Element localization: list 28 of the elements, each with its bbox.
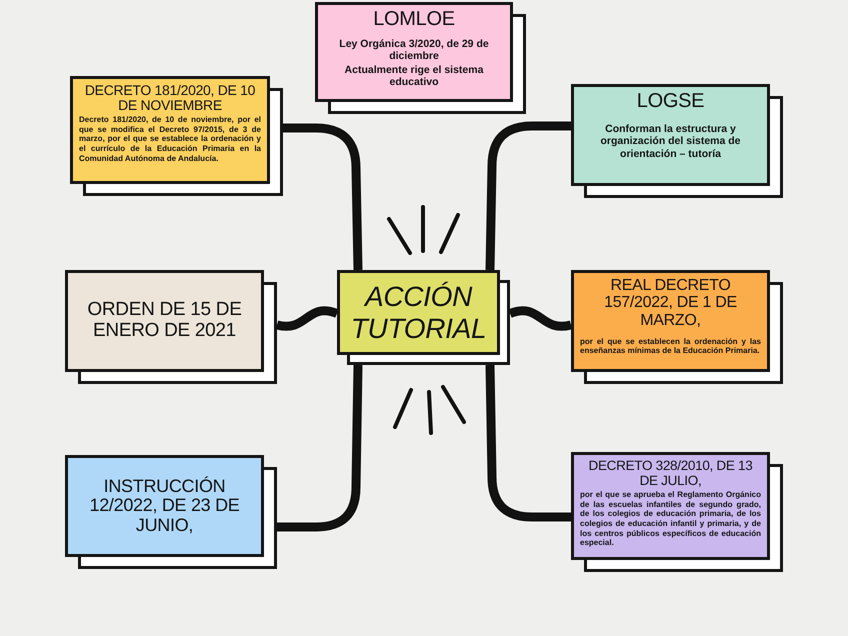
note-card [571, 84, 783, 198]
central-topic-title: ACCIÓN TUTORIAL [350, 281, 488, 344]
note-card [315, 2, 526, 114]
card-title: DECRETO 328/2010, DE 13 DE JULIO, [588, 459, 754, 488]
note-card [70, 76, 283, 196]
note-card [65, 455, 277, 569]
connector-line [508, 306, 572, 331]
card-text: Conforman la estructura y organización del sistema de orientación – tutoría [599, 122, 742, 160]
connector-line [486, 122, 571, 270]
connector-line [283, 124, 362, 270]
card-text: Decreto 181/2020, de 10 de noviembre, por el que se modifica el Decreto 97/2015, de 3 de marzo, por el que se establece la ordenación y el currículo de la Educación Primaria en la Comunidad Autónoma de Andalucía. [79, 115, 261, 164]
card-text: Actualmente rige el sistema educativo [344, 64, 484, 89]
card-title: LOMLOE [372, 9, 456, 31]
connector-line [277, 364, 362, 532]
card-title: DECRETO 181/2020, DE 10 DE NOVIEMBRE [84, 83, 256, 114]
card-text: por el que se aprueba el Reglamento Orgánico de las escuelas infantiles de segundo grado, de los colegios de educación primaria, de los colegios de educación infantil y primaria, y de los centros públicos específicos de educación especial. [580, 490, 761, 548]
card-title: INSTRUCCIÓN 12/2022, DE 23 DE JUNIO, [88, 476, 240, 536]
card-text: por el que se establecen la ordenación y las enseñanzas mínimas de la Educación Primaria. [580, 336, 761, 356]
connector-line [276, 306, 338, 331]
card-title: ORDEN DE 15 DE ENERO DE 2021 [86, 300, 243, 342]
central-topic-box [337, 270, 510, 365]
card-title: LOGSE [636, 91, 706, 113]
connector-line [486, 364, 571, 522]
note-card [65, 270, 277, 384]
note-card [571, 270, 783, 384]
note-card [571, 452, 783, 572]
card-text: Ley Orgánica 3/2020, de 29 de diciembre [338, 38, 490, 63]
card-title: REAL DECRETO 157/2022, DE 1 DE MARZO, [603, 277, 738, 329]
